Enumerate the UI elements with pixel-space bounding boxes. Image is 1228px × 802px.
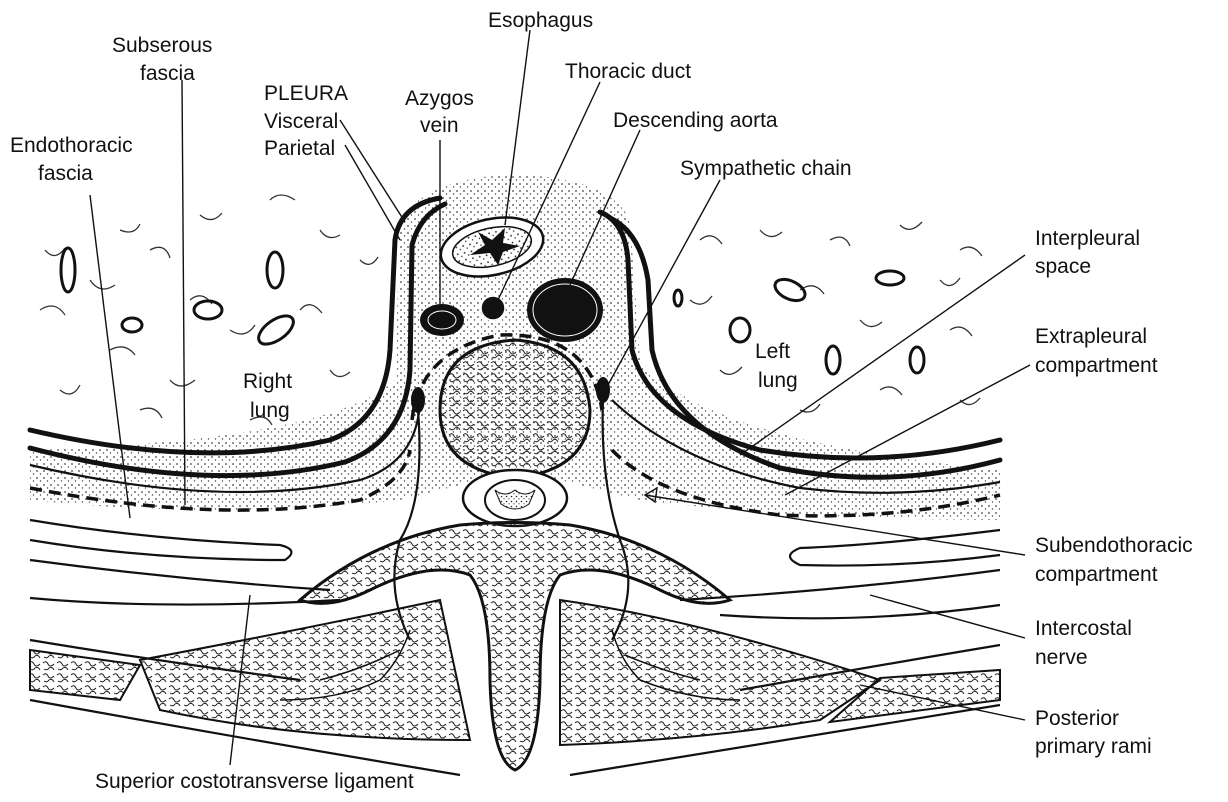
label-descending-aorta: Descending aorta — [613, 109, 778, 132]
right-lung-tissue — [40, 195, 378, 425]
label-pleura-3: Parietal — [264, 137, 335, 160]
label-subendothoracic-2: compartment — [1035, 563, 1158, 586]
left-lung-vessel — [876, 271, 904, 285]
rib-left-3 — [720, 605, 1000, 618]
left-lung-tissue — [690, 222, 982, 412]
label-thoracic-duct: Thoracic duct — [565, 60, 691, 83]
label-right-lung-1: Right — [243, 370, 292, 393]
left-lung-vessel — [674, 290, 682, 306]
descending-aorta-ring — [533, 284, 597, 336]
label-endothoracic-2: fascia — [38, 162, 93, 185]
right-lung-vessel — [267, 252, 283, 288]
label-sympathetic-chain: Sympathetic chain — [680, 157, 852, 180]
azygos-vein-hilite — [428, 311, 456, 329]
label-subendothoracic-1: Subendothoracic — [1035, 534, 1193, 557]
left-lung-vessel — [826, 346, 840, 374]
label-posterior-1: Posterior — [1035, 707, 1119, 730]
label-intercostal-1: Intercostal — [1035, 617, 1132, 640]
left-lung-vessel — [772, 275, 809, 305]
label-endothoracic-1: Endothoracic — [10, 134, 133, 157]
sympathetic-ganglion-right — [411, 387, 425, 413]
label-esophagus: Esophagus — [488, 9, 593, 32]
label-subserous-1: Subserous — [112, 34, 212, 57]
label-posterior-2: primary rami — [1035, 735, 1152, 758]
right-lung-vessel — [61, 248, 75, 292]
label-interpleural-2: space — [1035, 255, 1091, 278]
rib-right-3 — [30, 598, 340, 605]
label-interpleural-1: Interpleural — [1035, 227, 1140, 250]
rib-right-2 — [30, 560, 330, 590]
label-extrapleural-1: Extrapleural — [1035, 325, 1147, 348]
label-azygos-2: vein — [420, 114, 459, 137]
rib-right-1 — [30, 520, 291, 560]
vertebral-body — [440, 340, 590, 478]
rib-left-1 — [790, 530, 1000, 566]
muscle-left — [560, 600, 880, 745]
label-right-lung-2: lung — [250, 399, 290, 422]
muscle-right — [30, 650, 140, 700]
sympathetic-ganglion-left — [596, 377, 610, 403]
right-lung-vessel — [194, 301, 222, 319]
muscle-right-2 — [140, 600, 470, 740]
label-azygos-1: Azygos — [405, 87, 474, 110]
left-lung-vessel — [730, 318, 750, 342]
label-left-lung-2: lung — [758, 369, 798, 392]
left-lung-vessel — [910, 347, 924, 373]
right-lung-vessel — [122, 318, 142, 332]
label-subserous-2: fascia — [140, 62, 195, 85]
label-pleura-1: PLEURA — [264, 82, 348, 105]
label-extrapleural-2: compartment — [1035, 354, 1158, 377]
label-pleura-2: Visceral — [264, 110, 338, 133]
rib-left-2 — [680, 570, 1000, 600]
thoracic-duct — [481, 296, 505, 320]
label-left-lung-1: Left — [755, 340, 790, 363]
right-lung-vessel — [254, 310, 298, 349]
label-superior-costotransverse: Superior costotransverse ligament — [95, 770, 414, 793]
label-intercostal-2: nerve — [1035, 646, 1088, 669]
